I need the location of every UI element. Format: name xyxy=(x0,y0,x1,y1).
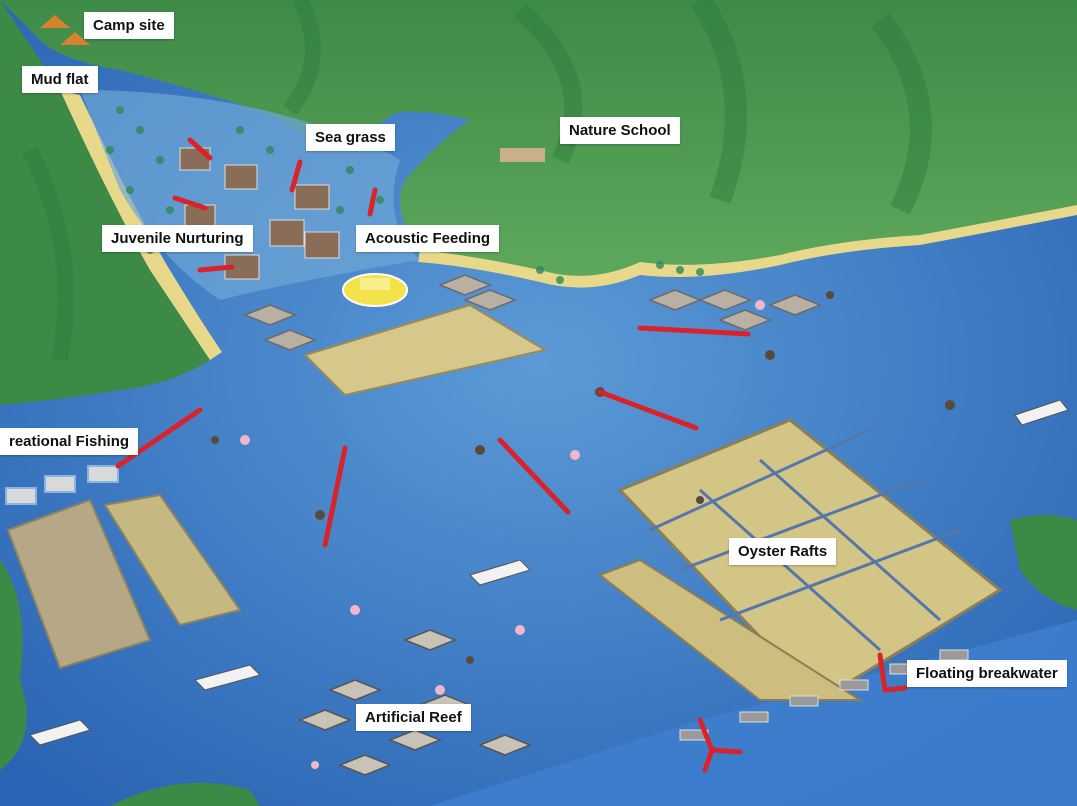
boat-icon xyxy=(194,664,261,691)
label-mud-flat: Mud flat xyxy=(22,66,98,93)
central-raft xyxy=(303,303,548,397)
label-juvenile-nurturing: Juvenile Nurturing xyxy=(102,225,253,252)
label-recreational-fishing: reational Fishing xyxy=(0,428,139,455)
label-oyster-rafts: Oyster Rafts xyxy=(729,538,837,565)
boat-icon xyxy=(29,719,91,746)
left-raft-a xyxy=(6,498,152,670)
nature-school-building xyxy=(500,148,545,162)
land-bottom xyxy=(110,782,260,806)
boat-icon xyxy=(469,559,531,586)
label-camp-site: Camp site xyxy=(84,12,174,39)
land-top xyxy=(0,0,1077,276)
land-bottom-left xyxy=(0,560,27,770)
label-acoustic-feeding: Acoustic Feeding xyxy=(356,225,500,252)
land-left xyxy=(0,0,210,405)
boat-icon xyxy=(1014,399,1069,426)
label-floating-breakwater: Floating breakwater xyxy=(907,660,1067,687)
camp-site-tents xyxy=(40,15,90,45)
label-nature-school: Nature School xyxy=(560,117,680,144)
oyster-rafts-front xyxy=(597,558,864,701)
island-right xyxy=(1010,515,1077,610)
left-raft-b xyxy=(103,493,242,627)
label-artificial-reef: Artificial Reef xyxy=(356,704,471,731)
label-sea-grass: Sea grass xyxy=(306,124,395,151)
